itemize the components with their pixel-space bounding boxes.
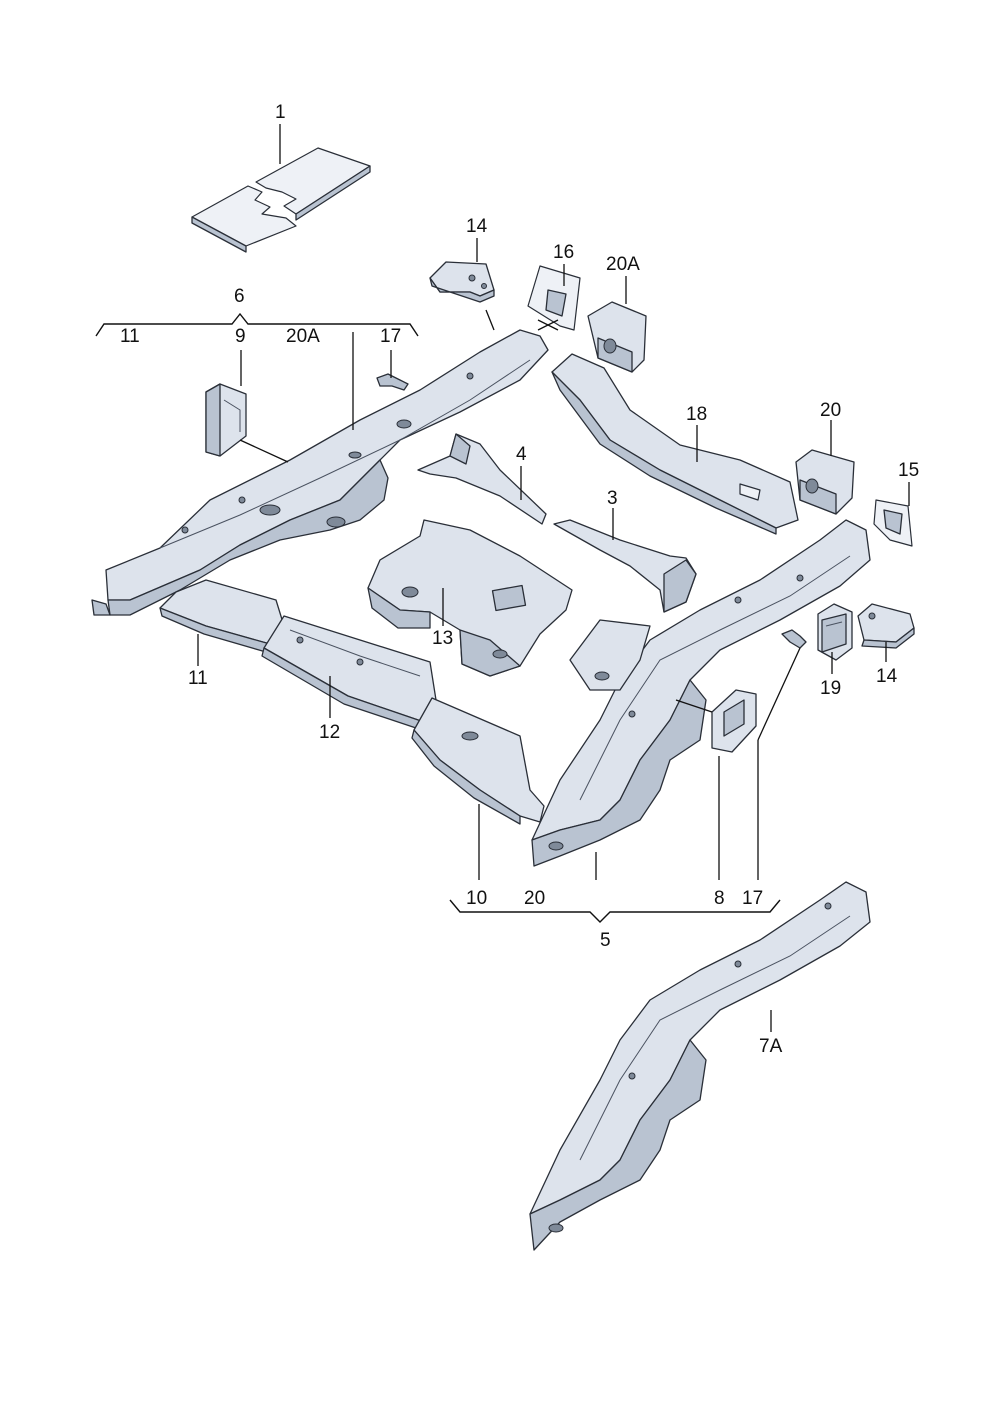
label-19: 19 xyxy=(820,678,841,699)
labels: 1 14 16 20A 6 11 9 20A 17 18 20 15 4 3 1… xyxy=(120,102,919,1057)
label-13: 13 xyxy=(432,628,453,649)
part-10-rear-section[interactable] xyxy=(411,697,545,825)
label-15: 15 xyxy=(898,460,919,481)
brace-5 xyxy=(449,899,781,923)
label-17-top: 17 xyxy=(380,326,401,347)
part-14-gusset-lower[interactable] xyxy=(857,603,915,649)
label-18: 18 xyxy=(686,404,707,425)
label-20-lower: 20 xyxy=(524,888,545,909)
part-15-gasket[interactable] xyxy=(873,499,913,547)
part-6-left-member[interactable] xyxy=(91,329,549,616)
label-16: 16 xyxy=(553,242,574,263)
label-12: 12 xyxy=(319,722,340,743)
label-17-lower: 17 xyxy=(742,888,763,909)
part-17-clip-top[interactable] xyxy=(376,373,409,391)
label-8: 8 xyxy=(714,888,725,909)
label-20a-top: 20A xyxy=(606,254,640,275)
label-4: 4 xyxy=(516,444,527,465)
part-12-floor-section[interactable] xyxy=(261,615,437,731)
part-1-mat[interactable] xyxy=(191,147,371,253)
part-16-gasket[interactable] xyxy=(527,265,581,331)
part-19-grille[interactable] xyxy=(817,603,853,661)
part-7a-long-member[interactable] xyxy=(529,881,871,1251)
label-14-top: 14 xyxy=(466,216,488,237)
label-9: 9 xyxy=(235,326,246,347)
part-13-floor-reinforcement[interactable] xyxy=(367,519,573,677)
label-6: 6 xyxy=(234,286,245,307)
part-9-bracket[interactable] xyxy=(205,383,247,457)
label-1: 1 xyxy=(275,102,286,123)
label-14-lower: 14 xyxy=(876,666,898,687)
part-14-gusset-top[interactable] xyxy=(429,261,495,303)
part-18-channel[interactable] xyxy=(551,353,799,535)
label-7a: 7A xyxy=(759,1036,783,1057)
label-3: 3 xyxy=(607,488,618,509)
label-11-lower: 11 xyxy=(188,668,208,689)
part-11-front-section[interactable] xyxy=(159,579,285,653)
part-8-cover[interactable] xyxy=(711,689,757,753)
part-20a-mount-top[interactable] xyxy=(587,301,647,373)
label-20-right: 20 xyxy=(820,400,841,421)
part-17-clip-lower[interactable] xyxy=(781,629,807,649)
part-3-brace[interactable] xyxy=(553,519,697,613)
brace-6 xyxy=(95,312,419,337)
leader-lines xyxy=(197,124,910,1032)
part-20-mount-right[interactable] xyxy=(795,449,855,515)
part-4-brace[interactable] xyxy=(417,433,547,525)
label-11-top: 11 xyxy=(120,326,140,347)
label-10: 10 xyxy=(466,888,487,909)
label-5: 5 xyxy=(600,930,611,951)
label-20a-left: 20A xyxy=(286,326,320,347)
part-5-right-member[interactable] xyxy=(531,519,871,867)
